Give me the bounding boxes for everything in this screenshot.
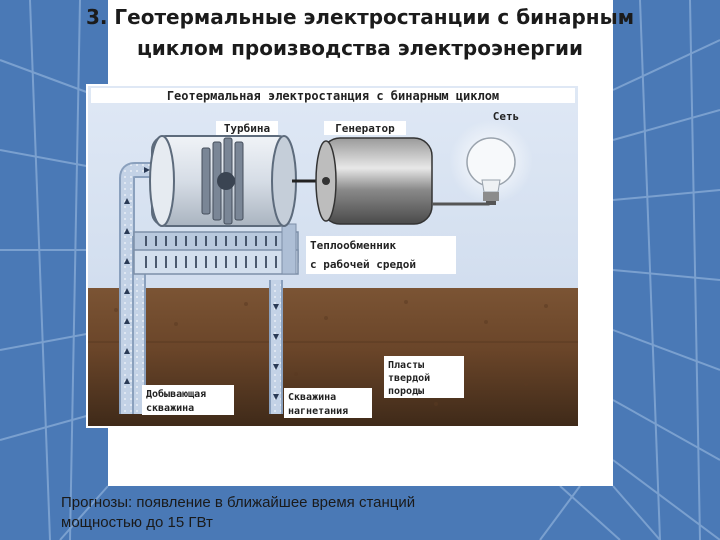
diagram-title-bar xyxy=(91,88,575,103)
exchanger-label-line-2: с рабочей средой xyxy=(310,258,416,271)
slide-title: 3. Геотермальные электростанции с бинарн… xyxy=(0,2,720,64)
injection-well-label-line-1: Скважина xyxy=(288,392,336,403)
forecast-note: Прогнозы: появление в ближайшее время ст… xyxy=(61,493,531,533)
generator xyxy=(315,137,433,225)
production-well-label-line-1: Добывающая xyxy=(146,388,206,400)
rock-label-line-2: твердой xyxy=(388,372,430,384)
production-flow-arrows xyxy=(124,167,150,384)
grid-label: Сеть xyxy=(493,110,520,123)
diagram-title: Геотермальная электростанция с бинарным … xyxy=(167,89,499,103)
rock-label-line-3: породы xyxy=(388,386,424,397)
forecast-note-line-1: Прогнозы: появление в ближайшее время ст… xyxy=(61,494,416,511)
turbine xyxy=(149,135,297,227)
exchanger-label-line-1: Теплообменник xyxy=(310,239,396,252)
rock-label-line-1: Пласты xyxy=(388,360,424,371)
lightbulb-icon xyxy=(449,120,533,205)
heat-exchanger xyxy=(133,223,299,275)
injection-flow-arrows xyxy=(273,304,279,400)
generator-label: Генератор xyxy=(335,122,395,135)
forecast-note-line-2: мощностью до 15 ГВт xyxy=(61,514,213,531)
slide-title-line-1: 3. Геотермальные электростанции с бинарн… xyxy=(85,5,635,29)
injection-well-label-line-2: нагнетания xyxy=(288,406,348,417)
production-well-label-line-2: скважина xyxy=(146,403,194,414)
slide-title-line-2: циклом производства электроэнергии xyxy=(136,36,584,60)
geothermal-diagram: Геотермальная электростанция с бинарным … xyxy=(86,84,580,428)
turbine-label: Турбина xyxy=(224,122,270,135)
